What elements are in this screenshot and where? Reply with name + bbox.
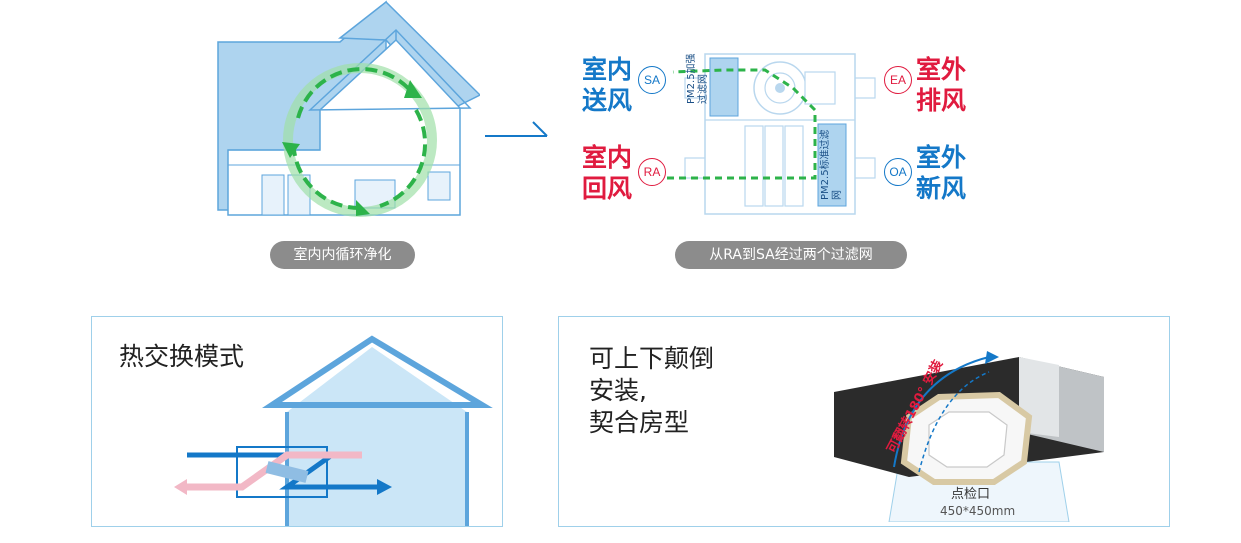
label-fresh-line1: 室外 (916, 143, 966, 173)
label-return-line2: 回风 (582, 174, 632, 204)
flip-title-line1: 可上下颠倒 (589, 343, 714, 375)
inspection-hatch-label: 点检口 (951, 483, 990, 502)
caption-indoor-circulation: 室内内循环净化 (270, 241, 415, 269)
label-exhaust-line2: 排风 (916, 86, 966, 116)
flip-title-line3: 契合房型 (589, 407, 689, 439)
heat-exchange-illustration (92, 317, 502, 526)
badge-oa: OA (884, 158, 912, 186)
panel-heat-exchange: 热交换模式 (91, 316, 503, 527)
label-supply-line1: 室内 (582, 55, 632, 85)
label-supply-line2: 送风 (582, 86, 632, 116)
badge-ra: RA (638, 158, 666, 186)
badge-ea: EA (884, 66, 912, 94)
label-fresh-line2: 新风 (916, 174, 966, 204)
house-circulation-illustration (210, 0, 480, 230)
inspection-hatch-size: 450*450mm (940, 504, 1015, 518)
arrow-right-icon (485, 118, 555, 148)
filter-label-bottom: PM2.5标准过滤网 (820, 122, 844, 200)
label-return-line1: 室内 (582, 143, 632, 173)
badge-sa: SA (638, 66, 666, 94)
flip-title-line2: 安装, (589, 375, 647, 407)
caption-ra-to-sa: 从RA到SA经过两个过滤网 (675, 241, 907, 269)
filter-label-top: PM2.5加强过滤网 (686, 48, 710, 104)
label-exhaust-line1: 室外 (916, 55, 966, 85)
panel-flip-install: 可上下颠倒 安装, 契合房型 可翻转180° 安装 点检口 450*450mm (558, 316, 1170, 527)
